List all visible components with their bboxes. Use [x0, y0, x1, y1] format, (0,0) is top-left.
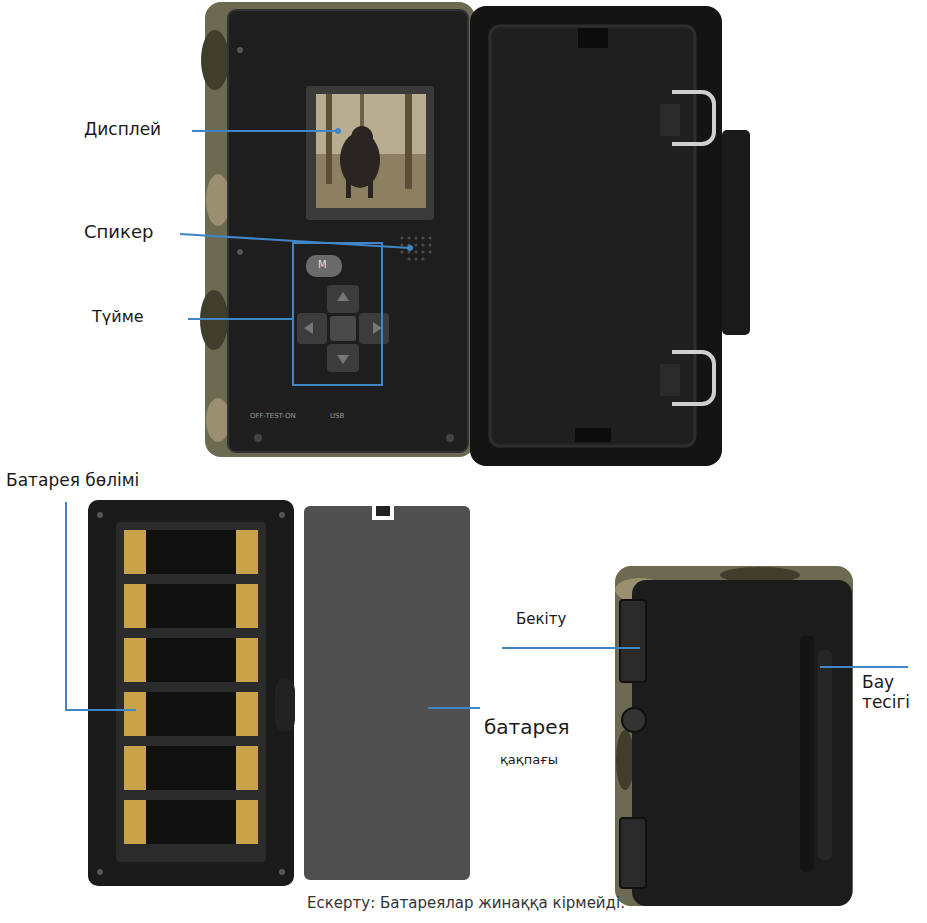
part-label: қақпағы [500, 752, 558, 768]
panel-marking: OFF-TEST-ON [250, 412, 296, 420]
panel-marking: USB [330, 412, 344, 420]
button-marking: M [318, 259, 327, 271]
part-label: Бау тесігі [862, 672, 920, 713]
part-label: Дисплей [84, 119, 161, 139]
part-label: Спикер [84, 221, 153, 243]
part-label: батарея [484, 715, 570, 739]
part-label: Бекіту [516, 610, 566, 628]
part-label: Батарея бөлімі [6, 470, 139, 490]
note-caption: Ескерту: Батареялар жинаққа кірмейді. [307, 894, 625, 912]
part-label: Түйме [92, 307, 144, 326]
